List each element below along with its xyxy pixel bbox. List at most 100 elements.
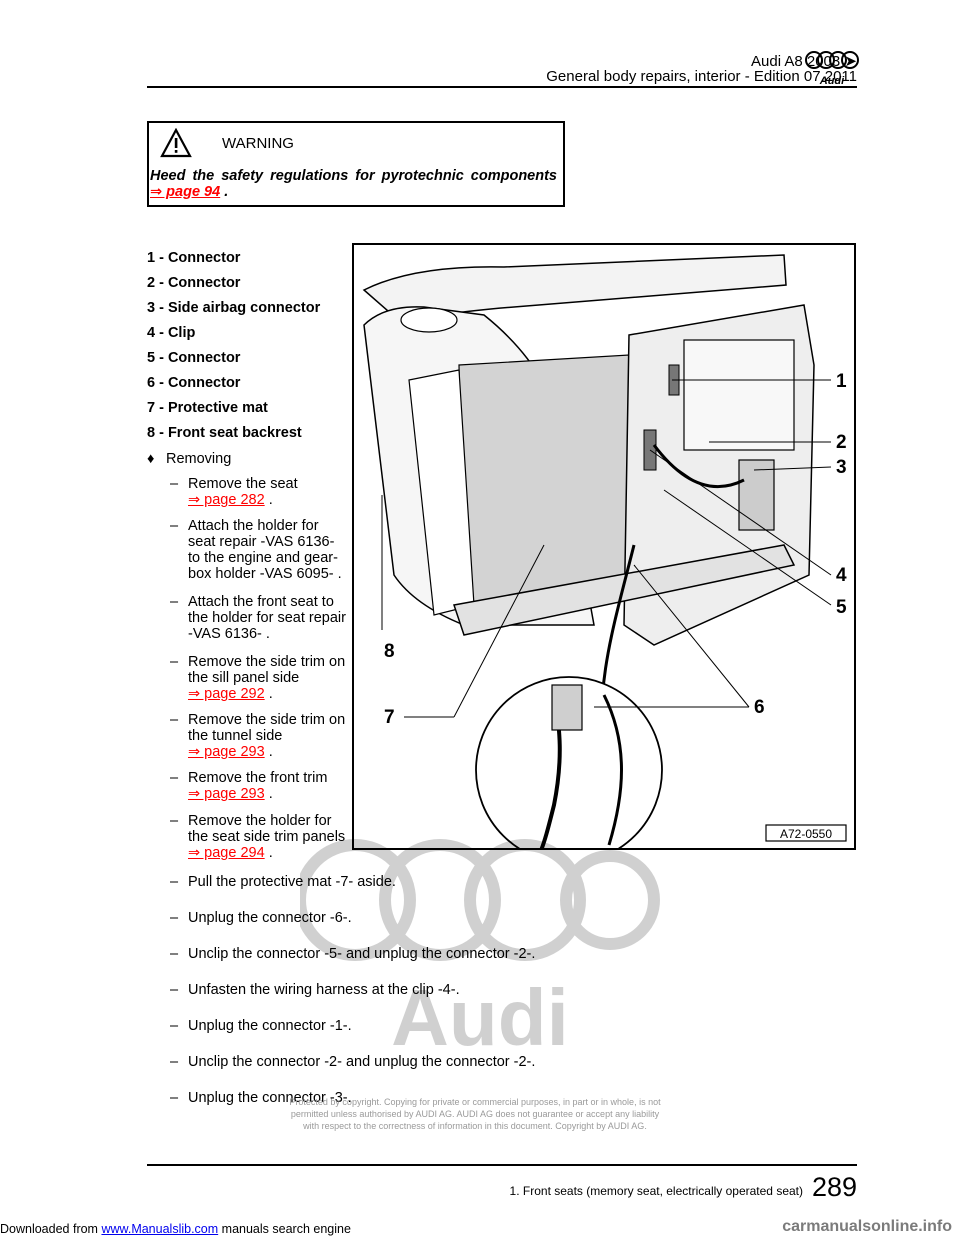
step-page-link[interactable]: ⇒ page 293 <box>188 744 265 760</box>
step-suffix: . <box>268 686 273 702</box>
header-rule <box>147 86 857 88</box>
step-item: Attach the front seat to the holder for … <box>188 594 346 642</box>
dash-icon: – <box>170 476 179 492</box>
warning-body: Heed the safety regulations for pyrotech… <box>150 168 557 184</box>
copyright-line: Protected by copyright. Copying for priv… <box>289 1097 661 1107</box>
download-prefix: Downloaded from <box>0 1222 98 1236</box>
seat-drawing: 1 2 3 4 5 6 7 8 A72-0550 <box>362 254 847 864</box>
callout-7: 7 <box>384 707 395 728</box>
step-line: to the engine and gear- <box>188 550 338 566</box>
manualslib-link[interactable]: www.Manualslib.com <box>101 1222 219 1236</box>
copyright-line: with respect to the correctness of infor… <box>303 1121 647 1131</box>
step-line: Remove the side trim on <box>188 712 346 728</box>
legend-item: 3 - Side airbag connector <box>147 300 321 316</box>
dash-icon: – <box>170 654 179 670</box>
dash-icon: – <box>170 910 179 926</box>
step-suffix: . <box>268 492 273 508</box>
legend-item: 1 - Connector <box>147 250 241 266</box>
download-suffix: manuals search engine <box>221 1222 351 1236</box>
step-line: the sill panel side <box>188 670 300 686</box>
step-item: Remove the front trim ⇒ page 293 . <box>188 770 327 802</box>
step-item: Attach the holder for seat repair -VAS 6… <box>188 518 342 582</box>
step-item: Remove the side trim on the tunnel side … <box>188 712 345 760</box>
step-item: Unfasten the wiring harness at the clip … <box>188 982 460 998</box>
warning-page-link[interactable]: ⇒ page 94 <box>150 184 221 200</box>
dash-icon: – <box>170 594 179 610</box>
dash-icon: – <box>170 770 179 786</box>
step-line: box holder -VAS 6095- . <box>188 566 342 582</box>
bullet-icon: ♦ <box>147 451 155 467</box>
step-item: Unplug the connector -1-. <box>188 1018 352 1034</box>
warning-triangle-icon <box>160 127 192 163</box>
step-line: Remove the side trim on <box>188 654 346 670</box>
legend-item: 7 - Protective mat <box>147 400 268 416</box>
callout-5: 5 <box>836 597 847 618</box>
dash-icon: – <box>170 874 179 890</box>
step-line: Attach the holder for <box>188 518 319 534</box>
audi-watermark: Audi <box>294 830 660 1065</box>
step-item: Remove the side trim on the sill panel s… <box>188 654 345 702</box>
step-item: Unclip the connector -2- and unplug the … <box>188 1054 536 1070</box>
dash-icon: – <box>170 1018 179 1034</box>
removing-heading: Removing <box>166 451 232 467</box>
copyright-line: permitted unless authorised by AUDI AG. … <box>290 1109 660 1119</box>
callout-4: 4 <box>836 565 847 586</box>
legend-item: 2 - Connector <box>147 275 241 291</box>
warning-text: Heed the safety regulations for pyrotech… <box>150 168 557 200</box>
step-line: Remove the seat <box>188 476 298 492</box>
header-edition: General body repairs, interior - Edition… <box>546 68 857 85</box>
step-page-link[interactable]: ⇒ page 294 <box>188 845 265 861</box>
step-suffix: . <box>268 744 273 760</box>
legend-item: 8 - Front seat backrest <box>147 425 302 441</box>
warning-title: WARNING <box>222 135 294 152</box>
step-item: Pull the protective mat -7- aside. <box>188 874 396 890</box>
step-suffix: . <box>268 845 273 861</box>
dash-icon: – <box>170 1090 179 1106</box>
callout-3: 3 <box>836 457 847 478</box>
download-line: Downloaded from www.Manualslib.com manua… <box>0 1222 351 1236</box>
step-line: Attach the front seat to <box>188 594 334 610</box>
step-suffix: . <box>268 786 273 802</box>
callout-1: 1 <box>836 371 847 392</box>
step-line: the seat side trim panels <box>188 829 346 845</box>
audi-logo: Audi <box>804 50 860 93</box>
warning-suffix: . <box>224 184 229 200</box>
step-item: Remove the seat ⇒ page 282 . <box>188 476 298 508</box>
figure-code: A72-0550 <box>780 827 832 841</box>
step-line: the holder for seat repair <box>188 610 346 626</box>
step-item: Unplug the connector -6-. <box>188 910 352 926</box>
callout-6: 6 <box>754 697 765 718</box>
copyright-notice: Protected by copyright. Copying for priv… <box>260 1096 690 1132</box>
dash-icon: – <box>170 813 179 829</box>
footer-section: 1. Front seats (memory seat, electricall… <box>509 1184 803 1198</box>
legend-item: 6 - Connector <box>147 375 241 391</box>
step-item: Remove the holder for the seat side trim… <box>188 813 345 861</box>
audi-logo-text: Audi <box>819 75 845 87</box>
dash-icon: – <box>170 946 179 962</box>
callout-8: 8 <box>384 641 395 662</box>
legend-item: 5 - Connector <box>147 350 241 366</box>
step-page-link[interactable]: ⇒ page 292 <box>188 686 265 702</box>
step-item: Unclip the connector -5- and unplug the … <box>188 946 536 962</box>
step-line: the tunnel side <box>188 728 283 744</box>
dash-icon: – <box>170 1054 179 1070</box>
step-line: -VAS 6136- . <box>188 626 270 642</box>
dash-icon: – <box>170 712 179 728</box>
step-item: Unplug the connector -3-. <box>188 1090 352 1106</box>
seat-figure: 1 2 3 4 5 6 7 8 A72-0550 <box>352 243 856 864</box>
page-number: 289 <box>811 1172 857 1202</box>
audi-watermark-text: Audi <box>391 973 569 1060</box>
dash-icon: – <box>170 518 179 534</box>
legend-item: 4 - Clip <box>147 325 196 341</box>
dash-icon: – <box>170 982 179 998</box>
footer-rule <box>147 1164 857 1166</box>
step-line: seat repair -VAS 6136- <box>188 534 335 550</box>
step-line: Remove the front trim <box>188 770 328 786</box>
step-page-link[interactable]: ⇒ page 293 <box>188 786 265 802</box>
step-line: Remove the holder for <box>188 813 332 829</box>
site-watermark: carmanualsonline.info <box>782 1218 952 1235</box>
next-arrow-icon: ➤ <box>844 53 857 70</box>
step-page-link[interactable]: ⇒ page 282 <box>188 492 265 508</box>
callout-2: 2 <box>836 432 847 453</box>
warning-box <box>147 121 565 207</box>
